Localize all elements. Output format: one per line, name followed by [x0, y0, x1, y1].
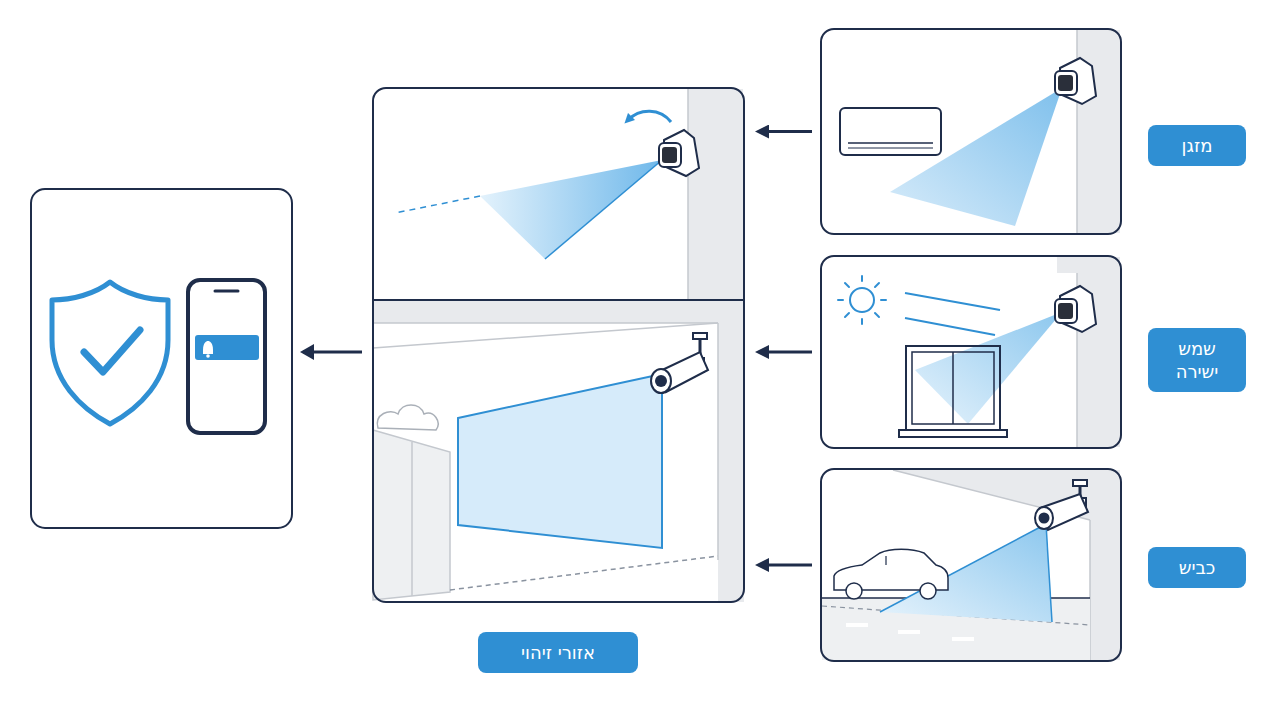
sun-ray: [881, 299, 886, 301]
wall: [718, 323, 744, 602]
wall: [1077, 257, 1120, 447]
light-ray: [905, 293, 1000, 310]
detection-zone: [458, 374, 662, 548]
notification-bar: [195, 335, 259, 360]
result-panel: [31, 189, 292, 528]
camera-front: [651, 369, 671, 393]
shield-icon: [52, 282, 168, 424]
window-mullion: [952, 352, 954, 424]
bell-clapper: [206, 354, 210, 358]
panel-box: אזורי זיהוי: [372, 87, 745, 603]
camera-mount: [1073, 480, 1087, 486]
sun-ray: [845, 313, 849, 317]
label-pill: אזורי זיהוי: [478, 632, 638, 673]
phone-speaker: [215, 290, 238, 293]
ceiling: [373, 301, 744, 323]
lane-mark: [898, 630, 920, 634]
car-window: [885, 556, 886, 565]
wall-edge: [687, 89, 689, 299]
panel-divider: [373, 299, 744, 301]
lane-marks: [846, 623, 974, 641]
sun-ray: [861, 319, 863, 324]
sun-ray: [861, 276, 863, 281]
sun-ray: [875, 313, 879, 317]
camera-lens-housing: [659, 143, 681, 167]
panel-box: כביש: [820, 468, 1122, 662]
lane-mark: [846, 623, 868, 627]
flow-arrow-head: [300, 344, 314, 360]
camera-front: [1035, 507, 1053, 529]
phone-icon: [188, 280, 265, 433]
detection-zone-scene: [373, 301, 744, 602]
ac-vent: [848, 148, 933, 149]
panel-outline: [31, 189, 292, 528]
sun-scene: [838, 257, 1120, 447]
camera-angle-scene: [395, 89, 743, 299]
ceiling-edge: [373, 322, 718, 324]
light-ray: [905, 318, 995, 335]
detection-beam: [480, 160, 662, 259]
detection-beam: [915, 312, 1062, 424]
camera-lens: [1058, 303, 1073, 319]
label-pill: שמש ישירה: [1148, 328, 1246, 392]
sun-icon: [850, 288, 874, 312]
window-frame: [912, 352, 994, 424]
wall-edge: [717, 323, 719, 560]
dashed-aim-line: [395, 196, 480, 213]
flow-arrow: [767, 351, 812, 354]
fence: [373, 430, 450, 600]
bell-icon: [203, 341, 213, 354]
camera-lens-housing: [1055, 71, 1077, 95]
check-mark: [84, 330, 140, 372]
camera-lens: [1058, 75, 1073, 91]
camera-lens: [655, 375, 667, 387]
beam-edge: [1046, 524, 1052, 622]
label-pill: כביש: [1148, 547, 1246, 588]
lane-mark: [952, 637, 974, 641]
window-sill: [899, 430, 1007, 437]
perspective-line: [373, 323, 718, 348]
camera-lens: [662, 147, 677, 163]
rotate-arrow: [628, 111, 671, 122]
sun-ray: [845, 283, 849, 287]
air-conditioner: [840, 108, 941, 155]
flow-arrow: [767, 564, 812, 567]
camera-lens-housing: [1055, 299, 1077, 323]
car-wheel: [846, 583, 862, 599]
label-pill: מזגן: [1148, 125, 1246, 166]
camera-mount: [693, 333, 707, 339]
window: [906, 346, 1000, 430]
wall: [688, 89, 743, 299]
panel-box: שמש ישירה: [820, 255, 1122, 449]
floor-line: [450, 556, 718, 590]
car-wheel: [920, 583, 936, 599]
beam-edge: [545, 160, 662, 259]
sun-ray: [875, 283, 879, 287]
sun-rays: [838, 276, 886, 324]
camera-lens: [1039, 513, 1050, 524]
road-scene: [822, 470, 1120, 660]
fence-post: [411, 442, 413, 596]
bush: [377, 405, 438, 430]
flow-arrow: [767, 130, 812, 133]
ac-vent: [848, 142, 933, 144]
ac-scene: [840, 30, 1120, 233]
sun-ray: [838, 299, 843, 301]
panel-box: מזגן: [820, 28, 1122, 235]
